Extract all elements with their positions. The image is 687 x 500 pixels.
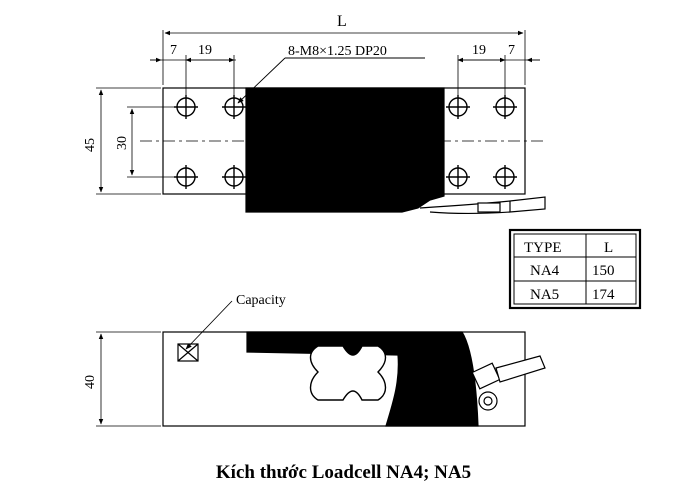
dim-L-label: L: [337, 13, 347, 30]
table-cell-na4-type: NA4: [530, 263, 560, 279]
dim-45-label: 45: [83, 138, 98, 152]
top-view: [96, 30, 546, 215]
side-view-strain-area: [246, 331, 479, 427]
dim-40-label: 40: [83, 375, 98, 389]
dim-right-spacing-label: 19: [472, 43, 486, 58]
figure-caption: Kích thước Loadcell NA4; NA5: [215, 462, 472, 483]
dim-left-offset-label: 7: [170, 43, 177, 58]
top-view-strain-area: [245, 87, 445, 213]
dim-left-spacing-label: 19: [198, 43, 212, 58]
table-cell-na4-L: 150: [592, 263, 615, 279]
type-table: [508, 228, 642, 310]
capacity-label: Capacity: [236, 293, 286, 308]
capacity-leader: [185, 300, 233, 350]
thread-callout-leader: [237, 57, 286, 104]
table-header-type: TYPE: [524, 240, 562, 256]
table-cell-na5-type: NA5: [530, 287, 559, 303]
side-view-binocular-hole: [309, 345, 387, 401]
thread-callout-label: 8-M8×1.25 DP20: [288, 44, 387, 59]
side-view: [96, 300, 546, 427]
dim-right-offset-label: 7: [508, 43, 515, 58]
dim-30-label: 30: [115, 136, 130, 150]
top-view-holes: [174, 95, 517, 189]
table-header-L: L: [604, 240, 613, 256]
table-cell-na5-L: 174: [592, 287, 615, 303]
side-view-connector: [471, 355, 546, 411]
top-view-cable-sleeve: [477, 202, 501, 213]
